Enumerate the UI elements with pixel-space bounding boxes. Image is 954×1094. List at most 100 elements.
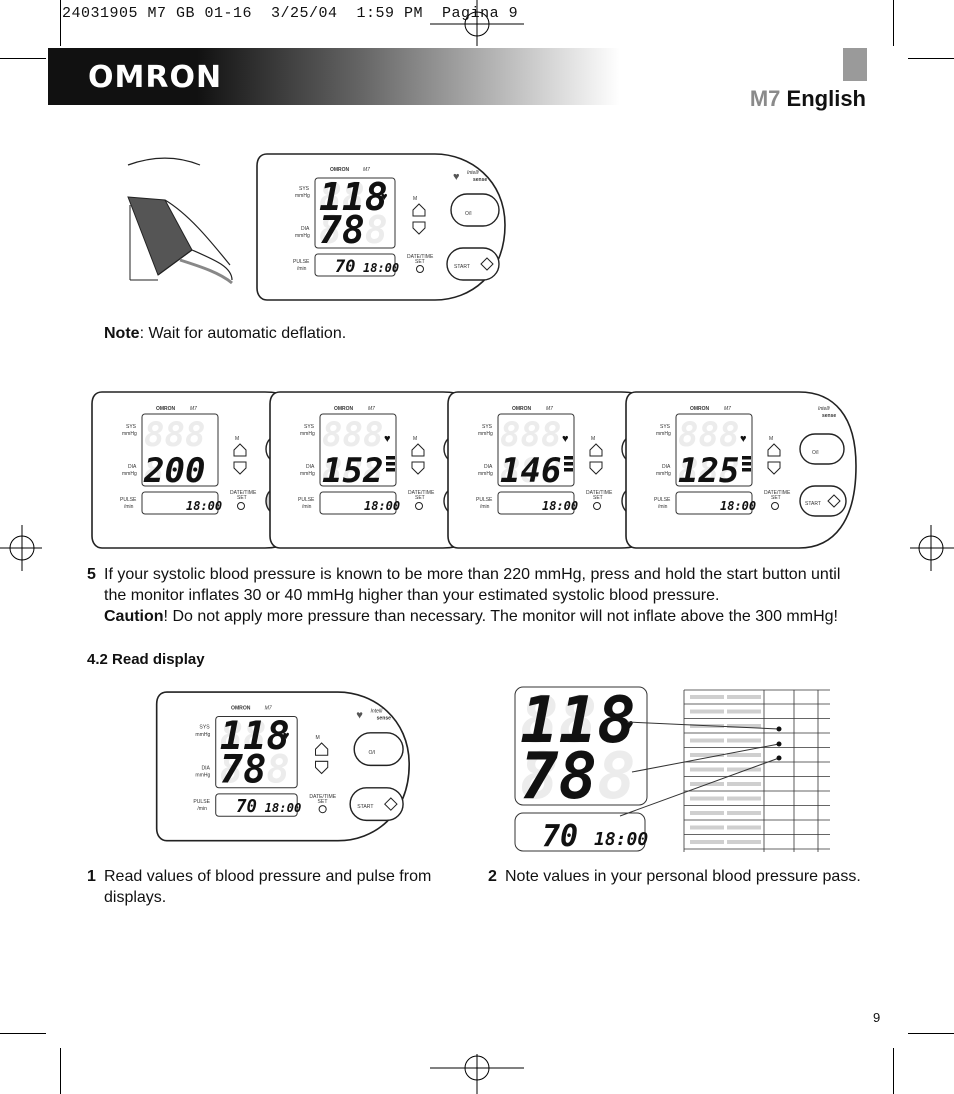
pointer-dot (776, 726, 782, 732)
device-brand: OMRON (512, 406, 532, 412)
heart-icon: ♥ (356, 710, 363, 722)
date-time-set-button[interactable] (593, 502, 601, 510)
memory-up-button[interactable] (412, 203, 426, 217)
caution-text: ! Do not apply more pressure than necess… (163, 608, 838, 625)
ghost-digits: 888 (678, 451, 739, 491)
section-title: 4.2 Read display (87, 651, 205, 668)
sys-label: SYS (126, 424, 137, 430)
power-button[interactable] (450, 193, 500, 227)
brand-bar (48, 48, 620, 105)
date-time-set-button[interactable] (415, 502, 423, 510)
print-header: 24031905 M7 GB 01-16 3/25/04 1:59 PM Pag… (62, 5, 519, 22)
date-time-set-button[interactable] (237, 502, 245, 510)
ghost-digits: 888 (678, 415, 739, 455)
main-lcd (215, 716, 298, 789)
time-reading: 18:00 (364, 499, 400, 513)
step-1-line-2: displays. (104, 889, 167, 906)
memory-up-button[interactable] (315, 742, 329, 756)
mmhg-label: mmHg (295, 193, 310, 199)
per-min-label: /min (302, 504, 312, 510)
pressure-reading: 125 (678, 451, 739, 491)
page-title: M7 English (750, 86, 866, 112)
power-button-label: O/I (812, 450, 819, 456)
crop-mark (893, 0, 894, 46)
main-lcd (675, 413, 753, 487)
pulse-lcd (675, 491, 753, 515)
memory-down-button[interactable] (315, 760, 329, 775)
memory-down-button[interactable] (411, 461, 425, 475)
power-button[interactable] (353, 732, 404, 767)
ghost-digits: 888 (500, 451, 561, 491)
ghost-digits: 888 (520, 740, 636, 814)
time-reading: 18:00 (265, 801, 302, 815)
memory-up-button[interactable] (233, 443, 247, 457)
model-name: M7 (749, 86, 781, 111)
memory-down-button[interactable] (412, 221, 426, 235)
step-1-line-1: Read values of blood pressure and pulse … (104, 868, 432, 885)
power-button-label: O/I (368, 750, 375, 756)
memory-up-button[interactable] (589, 443, 603, 457)
registration-mark (430, 0, 524, 46)
start-icon (384, 797, 398, 811)
pressure-reading: 200 (143, 451, 205, 491)
per-min-label: /min (658, 504, 668, 510)
device-model: M7 (190, 406, 197, 412)
ghost-digits: 888 (319, 208, 388, 252)
memory-label: M (591, 436, 595, 442)
level-bar (742, 462, 751, 466)
memory-down-button[interactable] (589, 461, 603, 475)
date-time-set-button[interactable] (318, 805, 327, 814)
memory-down-button[interactable] (767, 461, 781, 475)
intelli-sense-logo: sense (473, 177, 487, 183)
zoomed-main-lcd (514, 686, 648, 806)
start-button[interactable] (446, 247, 500, 281)
heart-icon: ♥ (453, 171, 460, 183)
ghost-digits: 888 (220, 714, 290, 759)
start-button[interactable] (349, 787, 404, 822)
set-label: SET (318, 799, 328, 805)
ghost-digits: 888 (500, 415, 561, 455)
caution: Caution! Do not apply more pressure than… (104, 606, 867, 627)
start-button[interactable] (799, 485, 847, 517)
device-model: M7 (363, 167, 370, 173)
heart-icon: ♥ (562, 433, 569, 445)
heart-icon: ♥ (624, 717, 634, 734)
ghost-digits: 888 (322, 415, 383, 455)
pointer-line (626, 721, 780, 730)
time-reading: 18:00 (186, 499, 222, 513)
set-label: SET (771, 495, 781, 501)
dia-label: DIA (201, 765, 210, 771)
device-brand: OMRON (156, 406, 176, 412)
memory-label: M (413, 436, 417, 442)
mmhg-label: mmHg (122, 471, 137, 477)
memory-down-button[interactable] (233, 461, 247, 475)
memory-label: M (769, 436, 773, 442)
per-min-label: /min (297, 266, 307, 272)
zoomed-sys-reading: 118 (520, 684, 636, 758)
per-min-label: /min (480, 504, 490, 510)
heart-icon: ♥ (384, 433, 391, 445)
zoomed-time-reading: 18:00 (594, 829, 648, 850)
date-time-set-button[interactable] (416, 265, 424, 273)
crop-mark (893, 1048, 894, 1094)
sys-label: SYS (199, 725, 210, 731)
pressure-reading: 146 (500, 451, 561, 491)
device-brand: OMRON (330, 167, 350, 173)
date-time-label: DATE/TIME (408, 490, 435, 496)
main-lcd (141, 413, 219, 487)
power-button[interactable] (799, 433, 845, 465)
mmhg-label: mmHg (656, 431, 671, 437)
pulse-label: PULSE (654, 497, 671, 503)
memory-up-button[interactable] (411, 443, 425, 457)
mmhg-label: mmHg (295, 233, 310, 239)
main-lcd (497, 413, 575, 487)
memory-up-button[interactable] (767, 443, 781, 457)
pointer-dot (776, 755, 782, 761)
mmhg-label: mmHg (122, 431, 137, 437)
date-time-set-button[interactable] (771, 502, 779, 510)
intelli-sense-logo: Intelli (818, 406, 831, 412)
set-label: SET (593, 495, 603, 501)
sys-label: SYS (299, 186, 310, 192)
level-bar (742, 456, 751, 460)
